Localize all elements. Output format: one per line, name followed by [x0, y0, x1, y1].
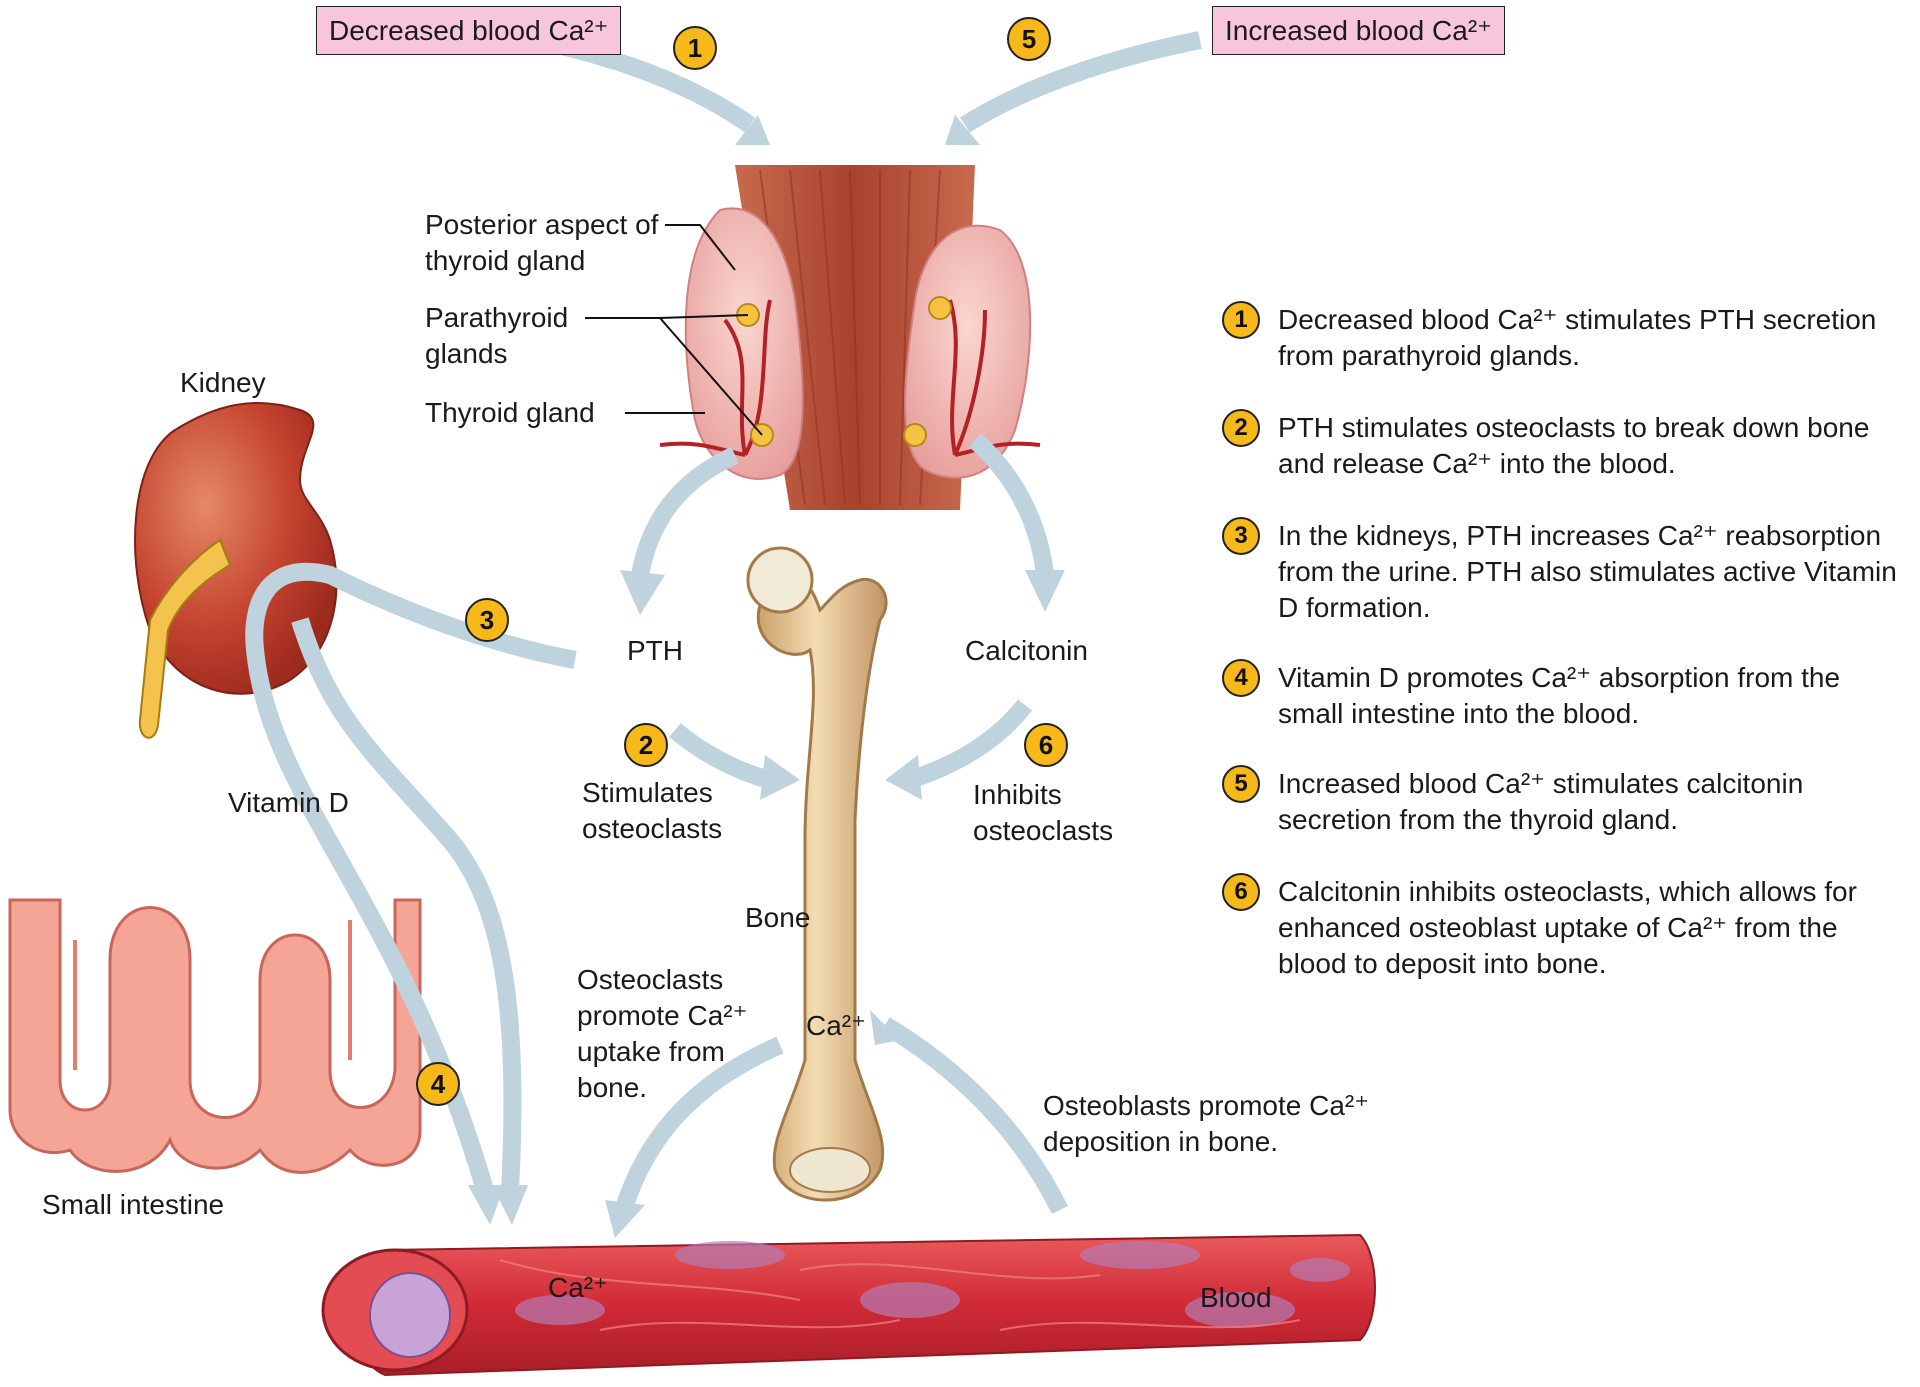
step-4-text: Vitamin D promotes Ca²⁺ absorption from … [1278, 662, 1841, 729]
small-intestine-label: Small intestine [42, 1189, 225, 1220]
arrow-intestine-to-blood [291, 617, 522, 1191]
step-2-text: PTH stimulates osteoclasts to break down… [1278, 412, 1870, 479]
step-2: 2 PTH stimulates osteoclasts to break do… [1222, 409, 1912, 482]
blood-vessel-illustration [321, 1233, 1376, 1377]
step-badge-4: 4 [416, 1062, 460, 1106]
arrowhead [760, 755, 800, 800]
step-2-badge: 2 [1222, 409, 1260, 447]
step-badge-5: 5 [1007, 17, 1051, 61]
osteoblasts-note: Osteoblasts promote Ca²⁺ deposition in b… [1043, 1090, 1370, 1157]
flow-arrows [245, 31, 1202, 1215]
step-badge-1: 1 [673, 26, 717, 70]
arrowhead [1025, 570, 1065, 612]
arrowhead [870, 1010, 900, 1045]
arrowhead [620, 570, 665, 615]
calcitonin-label: Calcitonin [965, 635, 1088, 666]
kidney-illustration [134, 401, 338, 739]
arrowhead [605, 1200, 645, 1238]
arrow-heads [468, 115, 1065, 1238]
step-5-badge: 5 [1222, 765, 1260, 803]
arrow-increased-to-thyroid [960, 31, 1202, 133]
step-badge-2: 2 [624, 723, 668, 767]
arrowhead [885, 755, 922, 800]
thyroid-gland-label: Thyroid gland [425, 397, 595, 428]
step-badge-6: 6 [1024, 723, 1068, 767]
arrow-calcitonin-to-bone [907, 699, 1033, 789]
arrow-parathyroid-to-pth [631, 446, 739, 577]
arrow-vitamin-d [245, 562, 577, 1193]
pth-label: PTH [627, 635, 683, 666]
bone-label: Bone [745, 902, 811, 933]
arrowhead [492, 1185, 528, 1225]
stimulates-osteoclasts-label: Stimulates osteoclasts [582, 777, 723, 844]
step-badge-3: 3 [465, 598, 509, 642]
step-5: 5 Increased blood Ca²⁺ stimulates calcit… [1222, 765, 1912, 838]
arrowhead [945, 115, 980, 145]
inhibits-osteoclasts-label: Inhibits osteoclasts [973, 779, 1114, 846]
step-6-badge: 6 [1222, 873, 1260, 911]
ca-bone-label: Ca²⁺ [806, 1010, 866, 1041]
arrowhead [735, 115, 770, 145]
increased-blood-ca-box: Increased blood Ca²⁺ [1212, 6, 1505, 55]
decreased-blood-ca-box: Decreased blood Ca²⁺ [316, 6, 622, 55]
arrow-pth-to-bone [669, 723, 773, 789]
step-1-badge: 1 [1222, 301, 1260, 339]
step-6-text: Calcitonin inhibits osteoclasts, which a… [1278, 876, 1857, 979]
ca-blood-label: Ca²⁺ [548, 1272, 608, 1303]
posterior-aspect-label: Posterior aspect of thyroid gland [425, 209, 659, 276]
step-4-badge: 4 [1222, 659, 1260, 697]
step-3-text: In the kidneys, PTH increases Ca²⁺ reabs… [1278, 520, 1897, 623]
step-1-text: Decreased blood Ca²⁺ stimulates PTH secr… [1278, 304, 1877, 371]
leader-lines [585, 224, 763, 436]
arrowhead [468, 1185, 505, 1225]
bone-illustration [746, 546, 888, 1202]
small-intestine-illustration [8, 898, 422, 1174]
kidney-label: Kidney [180, 367, 266, 398]
parathyroid-gland [928, 296, 952, 320]
step-3: 3 In the kidneys, PTH increases Ca²⁺ rea… [1222, 517, 1912, 626]
step-5-text: Increased blood Ca²⁺ stimulates calciton… [1278, 768, 1804, 835]
vitamin-d-label: Vitamin D [228, 787, 349, 818]
parathyroid-gland [903, 423, 927, 447]
arrow-bone-to-blood [616, 1036, 784, 1208]
blood-label: Blood [1200, 1282, 1272, 1313]
parathyroid-glands-label: Parathyroid glands [425, 302, 569, 369]
arrow-blood-to-bone [880, 1017, 1069, 1215]
arrow-thyroid-to-calcitonin [968, 433, 1054, 577]
osteoclasts-note: Osteoclasts promote Ca²⁺ uptake from bon… [577, 964, 748, 1103]
step-4: 4 Vitamin D promotes Ca²⁺ absorption fro… [1222, 659, 1912, 732]
thyroid-gland-illustration [659, 207, 1041, 480]
step-6: 6 Calcitonin inhibits osteoclasts, which… [1222, 873, 1912, 982]
step-1: 1 Decreased blood Ca²⁺ stimulates PTH se… [1222, 301, 1912, 374]
step-3-badge: 3 [1222, 517, 1260, 555]
